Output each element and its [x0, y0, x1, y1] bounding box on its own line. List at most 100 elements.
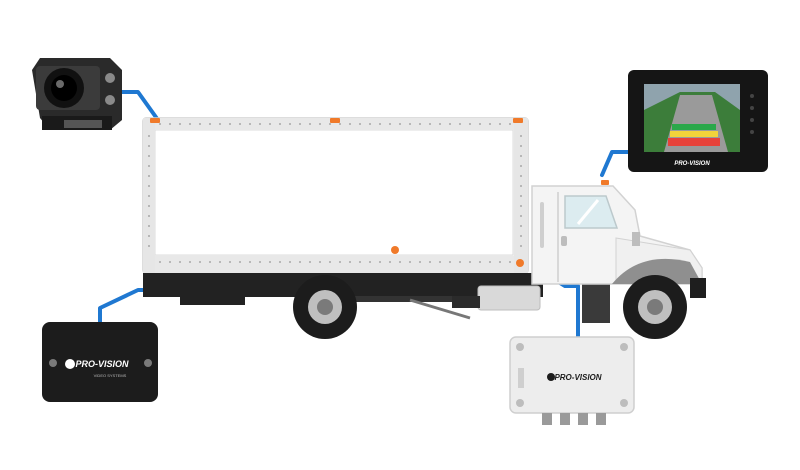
rivet: [379, 261, 381, 263]
rivet: [359, 123, 361, 125]
rivet: [159, 123, 161, 125]
rivet: [148, 215, 150, 217]
rivet: [179, 261, 181, 263]
rivets: [148, 123, 522, 263]
rivet: [148, 225, 150, 227]
rivet: [189, 261, 191, 263]
rivet: [189, 123, 191, 125]
rivet: [148, 185, 150, 187]
marker-lights: [150, 118, 609, 267]
marker-light: [150, 118, 160, 123]
rivet: [479, 123, 481, 125]
rivet: [148, 245, 150, 247]
rivet: [148, 175, 150, 177]
rivet: [409, 261, 411, 263]
rear-view-monitor-icon: PRO-VISION: [628, 70, 768, 172]
junction-box-icon: PRO-VISION: [509, 336, 635, 425]
rivet: [520, 175, 522, 177]
rivet: [319, 261, 321, 263]
rivet: [148, 205, 150, 207]
cargo-bottom-rail: [143, 256, 528, 273]
monitor-brand-label: PRO-VISION: [674, 161, 710, 167]
rivet: [219, 123, 221, 125]
rivet: [239, 123, 241, 125]
rivet: [289, 123, 291, 125]
rivet: [148, 195, 150, 197]
rivet: [520, 205, 522, 207]
rivet: [509, 123, 511, 125]
rivet: [369, 261, 371, 263]
guide-line: [670, 131, 718, 137]
rivet: [520, 135, 522, 137]
rivet: [359, 261, 361, 263]
rivet: [249, 261, 251, 263]
recorder-tagline: VIDEO SYSTEMS: [94, 373, 127, 378]
monitor-cable: [600, 150, 632, 177]
side-mirror: [632, 232, 640, 246]
rivet: [169, 261, 171, 263]
rear-bumper: [180, 297, 245, 305]
rivet: [349, 261, 351, 263]
marker-light: [330, 118, 340, 123]
rivet: [449, 123, 451, 125]
chassis-rail: [355, 296, 500, 302]
cargo-top-rail: [143, 118, 528, 130]
rivet: [389, 261, 391, 263]
rivet: [469, 261, 471, 263]
rivet: [219, 261, 221, 263]
rivet: [229, 261, 231, 263]
rivet: [439, 123, 441, 125]
rivet: [489, 261, 491, 263]
rivet: [520, 155, 522, 157]
rivet: [499, 123, 501, 125]
rivet: [309, 261, 311, 263]
rivet: [148, 135, 150, 137]
rivet: [419, 261, 421, 263]
door-handle: [561, 236, 567, 246]
rivet: [329, 123, 331, 125]
rivet: [520, 195, 522, 197]
guide-line: [672, 124, 716, 130]
rivet: [389, 123, 391, 125]
black-recorder-box-icon: PRO-VISION VIDEO SYSTEMS: [42, 322, 158, 402]
rivet: [399, 123, 401, 125]
rivet: [459, 123, 461, 125]
camera-cable: [120, 90, 160, 122]
cab-roof-light: [601, 180, 609, 185]
rivet: [439, 261, 441, 263]
front-bumper: [690, 278, 706, 298]
rivet: [309, 123, 311, 125]
rivet: [199, 123, 201, 125]
rivet: [429, 123, 431, 125]
rivet: [339, 123, 341, 125]
rivet: [399, 261, 401, 263]
rivet: [249, 123, 251, 125]
rivet: [159, 261, 161, 263]
rivet: [279, 123, 281, 125]
guide-line: [668, 138, 720, 146]
rivet: [449, 261, 451, 263]
rivet: [209, 261, 211, 263]
rivet: [289, 261, 291, 263]
rivet: [269, 261, 271, 263]
rivet: [520, 145, 522, 147]
cab-grab-handle: [540, 202, 544, 248]
rivet: [148, 155, 150, 157]
rivet: [459, 261, 461, 263]
rivet: [479, 261, 481, 263]
rivet: [429, 261, 431, 263]
box-truck: [142, 117, 706, 339]
rivet: [148, 235, 150, 237]
rivet: [489, 123, 491, 125]
rivet: [509, 261, 511, 263]
rivet: [349, 123, 351, 125]
rivet: [239, 261, 241, 263]
rear-camera-icon: [32, 58, 122, 130]
rivet: [379, 123, 381, 125]
rivet: [520, 245, 522, 247]
cab-window: [564, 195, 619, 229]
step: [582, 283, 610, 323]
rivet: [259, 261, 261, 263]
rivet: [520, 215, 522, 217]
